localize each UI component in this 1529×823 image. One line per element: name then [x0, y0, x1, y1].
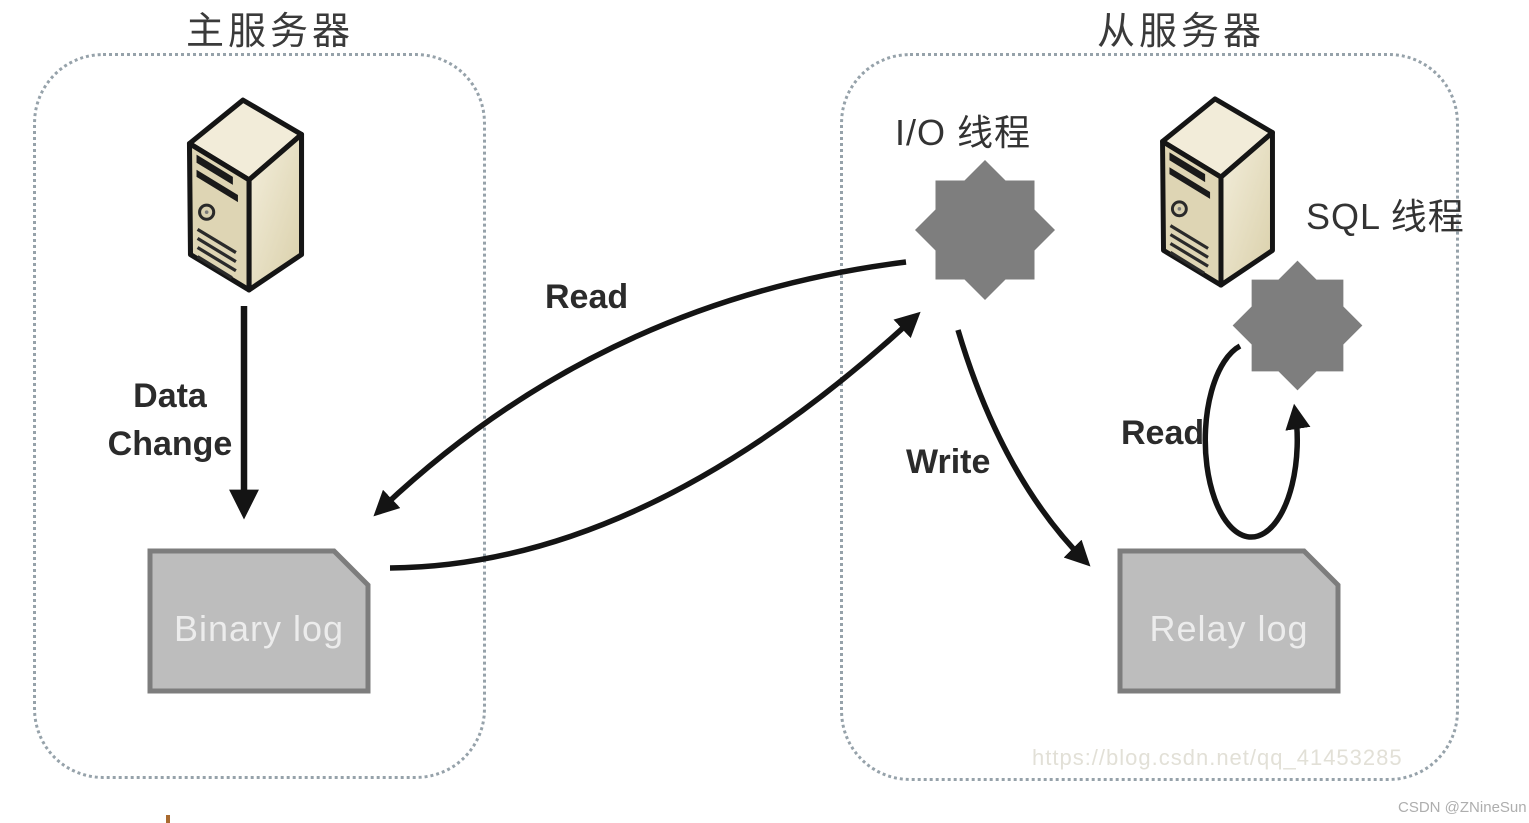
master-title: 主服务器 — [185, 11, 354, 53]
read-label-slave: Read — [1121, 414, 1205, 452]
sql-thread-label: SQL 线程 — [1306, 196, 1465, 237]
binary-log-label: Binary log — [173, 608, 345, 649]
master-server-icon — [186, 97, 305, 293]
binary-log-box: Binary log — [147, 548, 371, 694]
data-change-label: Data Change — [92, 372, 248, 468]
watermark-credit: CSDN @ZNineSun — [1398, 799, 1527, 816]
sql-thread-star-icon — [1232, 260, 1363, 391]
io-thread-star-icon — [915, 160, 1055, 300]
slave-server-icon — [1160, 96, 1275, 288]
data-change-line1: Data — [133, 377, 207, 415]
watermark-url: https://blog.csdn.net/qq_41453285 — [1032, 745, 1403, 770]
write-label: Write — [906, 443, 991, 481]
read-label-master: Read — [545, 278, 629, 316]
slave-title: 从服务器 — [1096, 11, 1265, 53]
relay-log-label: Relay log — [1149, 608, 1309, 649]
data-change-line2: Change — [107, 425, 233, 463]
io-thread-label: I/O 线程 — [895, 112, 1032, 153]
artifact-mark — [166, 815, 170, 823]
relay-log-box: Relay log — [1117, 548, 1341, 694]
